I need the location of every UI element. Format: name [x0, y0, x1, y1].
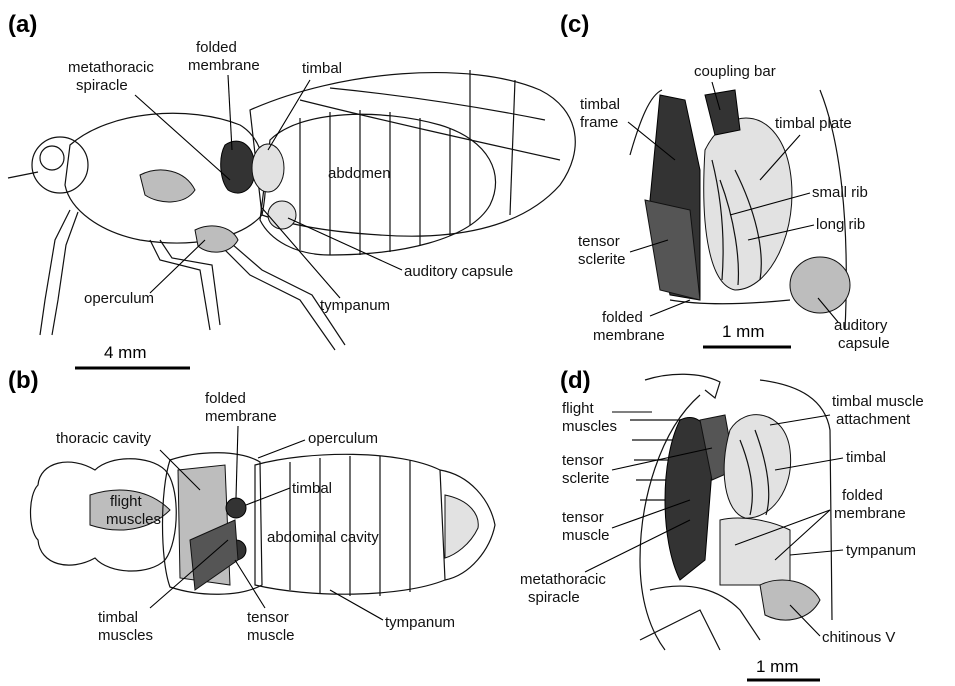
d-base-line-1: [650, 586, 760, 640]
wing-vein-4: [510, 80, 515, 215]
label-d-tympanum: tympanum: [846, 542, 916, 559]
panel-a-abdomen-body: [260, 114, 496, 255]
label-b-folded-membrane-1: folded: [205, 390, 246, 407]
leg-hind: [215, 240, 335, 350]
panel-c-tag: (c): [560, 11, 589, 38]
label-d-metathoracic-spiracle-1: metathoracic: [520, 571, 606, 588]
d-base-line-2: [640, 610, 720, 650]
panel-b: (b) folded membrane thoracic cavity oper…: [8, 367, 495, 644]
panel-a-operculum-shape: [195, 226, 238, 252]
label-b-thoracic-cavity: thoracic cavity: [56, 430, 152, 447]
leg-mid-2: [160, 240, 220, 325]
label-d-flight-muscles-1: flight: [562, 400, 595, 417]
label-a-timbal: timbal: [302, 60, 342, 77]
label-d-tensor-muscle-2: muscle: [562, 527, 610, 544]
label-d-timbal-muscle-attachment-2: attachment: [836, 411, 911, 428]
label-b-abdominal-cavity: abdominal cavity: [267, 529, 379, 546]
panel-a-tag: (a): [8, 11, 37, 38]
label-a-folded-membrane-1: folded: [196, 39, 237, 56]
label-c-auditory-capsule-2: capsule: [838, 335, 890, 352]
pointer-a-operculum: [150, 240, 205, 293]
d-chitinous-v-shape: [760, 580, 820, 620]
scale-label-c: 1 mm: [722, 322, 765, 341]
label-c-coupling-bar: coupling bar: [694, 63, 776, 80]
label-c-timbal-frame-2: frame: [580, 114, 618, 131]
pointer-b-timbal: [246, 488, 290, 505]
panel-d: (d) flight muscles timbal muscle attachm…: [520, 367, 924, 680]
panel-a-wing: [250, 73, 575, 237]
label-d-tensor-muscle-1: tensor: [562, 509, 604, 526]
label-a-tympanum: tympanum: [320, 297, 390, 314]
panel-b-timbal-upper: [226, 498, 246, 518]
pointer-b-operculum: [258, 440, 305, 458]
label-c-small-rib: small rib: [812, 184, 868, 201]
panel-a-eye: [40, 146, 64, 170]
label-d-metathoracic-spiracle-2: spiracle: [528, 589, 580, 606]
panel-a-auditory-capsule-shape: [268, 201, 296, 229]
c-auditory-capsule-shape: [790, 257, 850, 313]
label-b-timbal-muscles-1: timbal: [98, 609, 138, 626]
panel-a: (a) folded membrane: [8, 11, 575, 368]
pointer-a-folded-membrane: [228, 75, 232, 150]
c-coupling-bar-shape: [705, 90, 740, 135]
label-b-flight-muscles-1: flight: [110, 493, 143, 510]
pointer-a-metathoracic-spiracle: [135, 95, 230, 180]
pointer-a-timbal: [268, 80, 310, 150]
leg-hind-2: [225, 238, 345, 345]
label-c-tensor-sclerite-2: sclerite: [578, 251, 626, 268]
pointer-d-timbal-muscle-attachment: [770, 415, 830, 425]
label-b-tensor-muscle-2: muscle: [247, 627, 295, 644]
label-b-timbal: timbal: [292, 480, 332, 497]
label-d-timbal-muscle-attachment-1: timbal muscle: [832, 393, 924, 410]
label-d-tensor-sclerite-2: sclerite: [562, 470, 610, 487]
label-c-long-rib: long rib: [816, 216, 865, 233]
label-d-chitinous-v: chitinous V: [822, 629, 895, 646]
label-a-abdomen: abdomen: [328, 165, 391, 182]
panel-d-tag: (d): [560, 367, 591, 394]
label-a-folded-membrane-2: membrane: [188, 57, 260, 74]
d-timbal-shape: [724, 415, 791, 518]
label-d-flight-muscles-2: muscles: [562, 418, 617, 435]
label-b-tensor-muscle-1: tensor: [247, 609, 289, 626]
label-c-auditory-capsule-1: auditory: [834, 317, 888, 334]
wing-vein-1: [300, 100, 560, 160]
label-c-timbal-plate: timbal plate: [775, 115, 852, 132]
label-c-timbal-frame-1: timbal: [580, 96, 620, 113]
panel-a-timbal-shape: [252, 144, 284, 192]
label-d-folded-membrane-2: membrane: [834, 505, 906, 522]
c-timbal-plate-shape: [704, 118, 792, 290]
pointer-b-folded-membrane: [236, 426, 238, 498]
label-b-folded-membrane-2: membrane: [205, 408, 277, 425]
panel-b-tag: (b): [8, 367, 39, 394]
panel-a-folded-membrane-region: [221, 141, 255, 193]
label-b-tympanum: tympanum: [385, 614, 455, 631]
panel-c: (c) coupling bar timbal frame timbal pla…: [560, 11, 890, 352]
panel-a-head: [32, 137, 88, 193]
label-b-flight-muscles-2: muscles: [106, 511, 161, 528]
pointer-b-tensor-muscle: [235, 560, 265, 608]
label-d-timbal: timbal: [846, 449, 886, 466]
scale-label-a: 4 mm: [104, 343, 147, 362]
label-a-metathoracic-spiracle-1: metathoracic: [68, 59, 154, 76]
pointer-c-folded-membrane: [650, 300, 690, 316]
label-d-tensor-sclerite-1: tensor: [562, 452, 604, 469]
label-a-auditory-capsule: auditory capsule: [404, 263, 513, 280]
pointer-a-tympanum: [262, 208, 340, 298]
label-a-operculum: operculum: [84, 290, 154, 307]
label-c-folded-membrane-2: membrane: [593, 327, 665, 344]
label-d-folded-membrane-1: folded: [842, 487, 883, 504]
pointer-a-auditory-capsule: [288, 218, 402, 270]
b-tail-fill: [445, 495, 478, 558]
scale-label-d: 1 mm: [756, 657, 799, 676]
label-a-metathoracic-spiracle-2: spiracle: [76, 77, 128, 94]
thorax-shading: [140, 170, 195, 202]
d-top-outline: [645, 374, 720, 398]
pointer-d-tympanum: [790, 550, 843, 555]
label-b-operculum: operculum: [308, 430, 378, 447]
label-c-folded-membrane-1: folded: [602, 309, 643, 326]
label-c-tensor-sclerite-1: tensor: [578, 233, 620, 250]
leg-front-2: [52, 212, 78, 335]
label-b-timbal-muscles-2: muscles: [98, 627, 153, 644]
